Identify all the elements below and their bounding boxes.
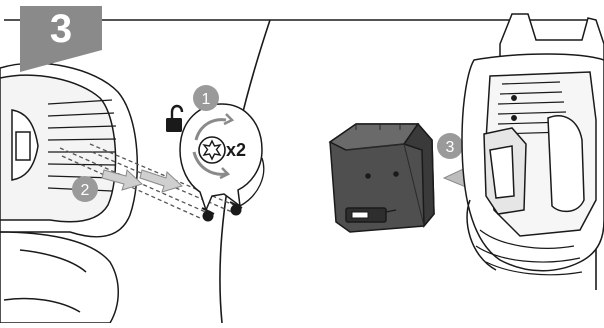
step-badge-flag: [20, 50, 102, 72]
padlock-open-icon: [166, 106, 182, 132]
callout-1: 1: [193, 85, 219, 111]
tool-body-right: [462, 14, 604, 275]
callout-2: 2: [72, 176, 98, 202]
callout-3: 3: [437, 133, 463, 159]
callout-2-label: 2: [81, 182, 90, 199]
torx-screw-icon: [199, 137, 225, 163]
callout-1-label: 1: [202, 91, 211, 108]
step-number: 3: [20, 6, 102, 50]
callout-3-label: 3: [446, 139, 455, 156]
tool-housing-left: [0, 63, 137, 323]
step-badge: 3: [20, 6, 102, 50]
removed-module-part: [330, 124, 434, 232]
screw-multiplier-label: x2: [226, 140, 246, 160]
